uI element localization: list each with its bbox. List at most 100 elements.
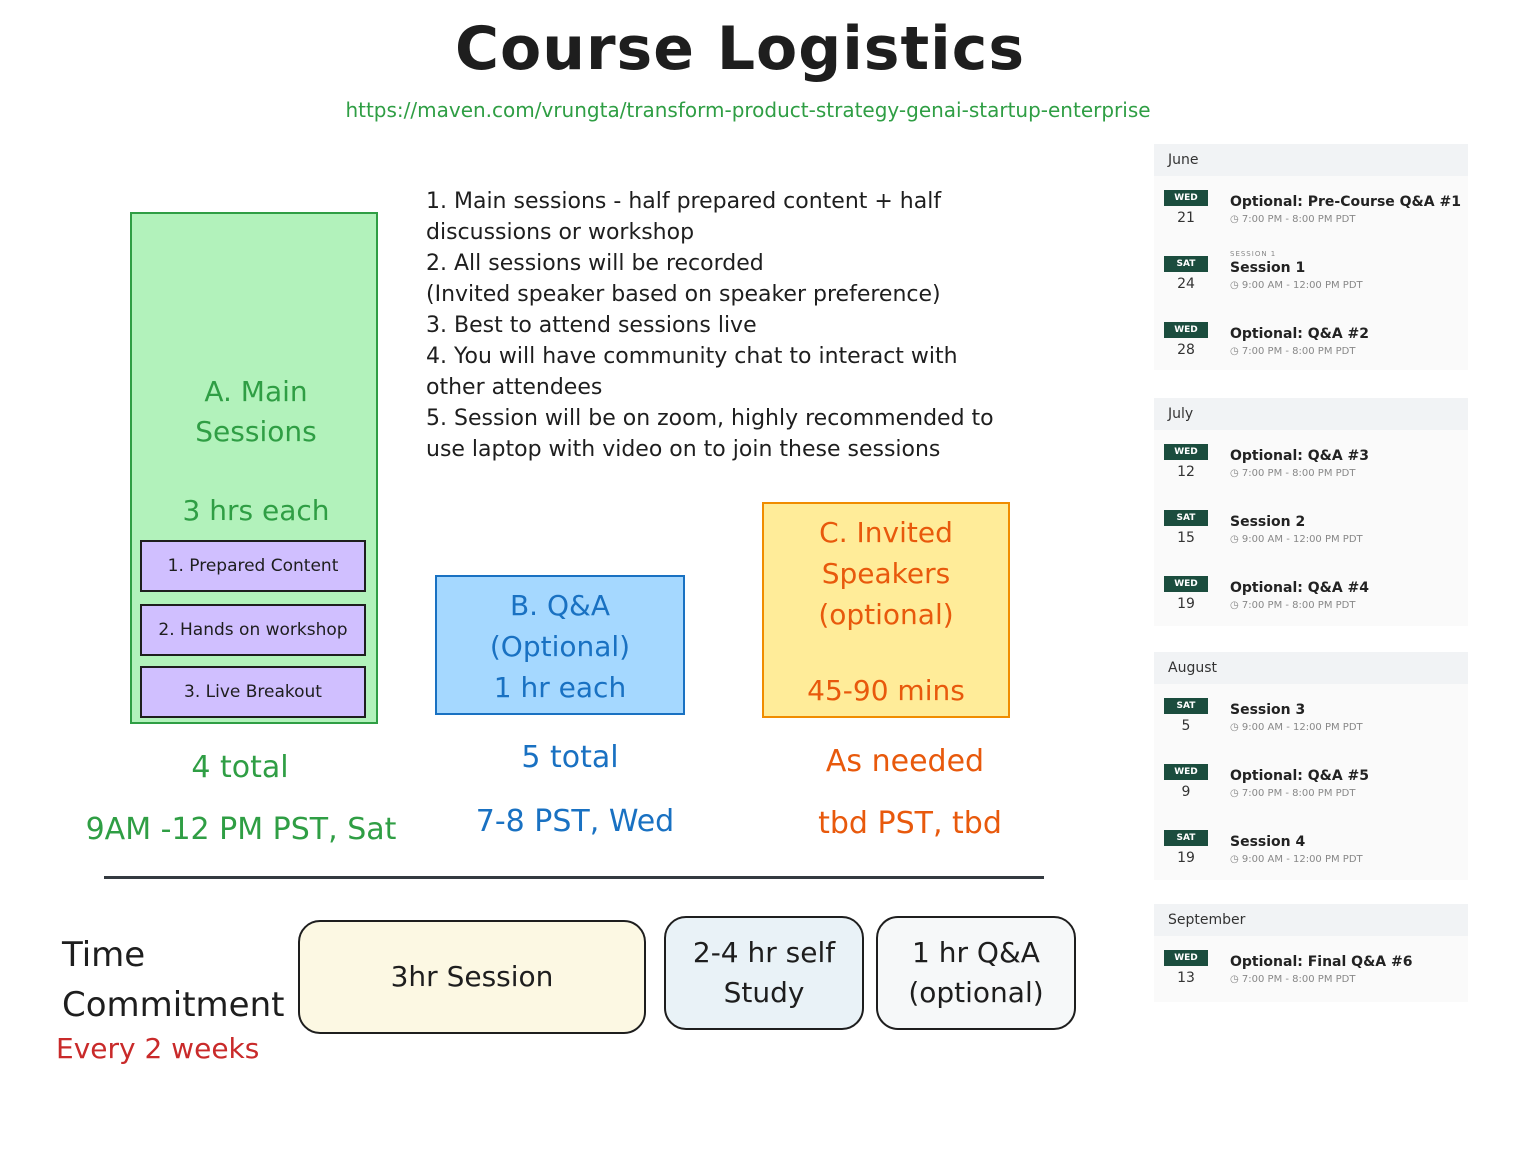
weekday-badge: SAT xyxy=(1164,698,1208,714)
event-title: Session 4 xyxy=(1230,834,1306,850)
main-total: 4 total xyxy=(191,750,289,785)
event-title: Session 2 xyxy=(1230,514,1306,530)
note-line: other attendees xyxy=(426,375,603,400)
calendar-event[interactable]: WED 13 Optional: Final Q&A #6 ◷ 7:00 PM … xyxy=(1154,950,1468,1006)
weekday-badge: WED xyxy=(1164,950,1208,966)
day-number: 19 xyxy=(1177,850,1195,866)
calendar-event[interactable]: WED 19 Optional: Q&A #4 ◷ 7:00 PM - 8:00… xyxy=(1154,576,1468,632)
self-study-line1: 2-4 hr self xyxy=(692,936,836,969)
event-time-text: 7:00 PM - 8:00 PM PDT xyxy=(1241,214,1356,225)
main-sessions-duration: 3 hrs each xyxy=(182,494,330,527)
main-sessions-title: A. Main Sessions xyxy=(132,372,380,452)
main-sessions-box: A. Main Sessions 3 hrs each 1. Prepared … xyxy=(130,212,378,724)
main-sessions-title-line1: A. Main xyxy=(204,375,308,408)
qa-commitment-line2: (optional) xyxy=(908,976,1044,1009)
calendar-event[interactable]: SAT 19 Session 4 ◷ 9:00 AM - 12:00 PM PD… xyxy=(1154,830,1468,886)
event-time-text: 7:00 PM - 8:00 PM PDT xyxy=(1241,346,1356,357)
qa-commitment-box: 1 hr Q&A (optional) xyxy=(876,916,1076,1030)
qa-title: B. Q&A xyxy=(509,589,611,622)
event-time: ◷ 7:00 PM - 8:00 PM PDT xyxy=(1230,214,1356,225)
invited-speakers: Speakers xyxy=(821,557,951,590)
time-commitment-frequency: Every 2 weeks xyxy=(56,1032,260,1065)
time-commitment-label-line2: Commitment xyxy=(62,985,285,1025)
calendar-event[interactable]: SAT 5 Session 3 ◷ 9:00 AM - 12:00 PM PDT xyxy=(1154,698,1468,754)
weekday-badge: WED xyxy=(1164,322,1208,338)
qa-duration: 1 hr each xyxy=(493,671,627,704)
invited-schedule: tbd PST, tbd xyxy=(818,806,1002,841)
part-hands-on-workshop: 2. Hands on workshop xyxy=(140,604,366,656)
self-study-box: 2-4 hr self Study xyxy=(664,916,864,1030)
weekday-badge: WED xyxy=(1164,764,1208,780)
event-time: ◷ 9:00 AM - 12:00 PM PDT xyxy=(1230,854,1363,865)
note-line: discussions or workshop xyxy=(426,220,695,245)
weekday-badge: WED xyxy=(1164,444,1208,460)
self-study-line2: Study xyxy=(723,976,805,1009)
invited-total: As needed xyxy=(825,744,985,779)
calendar-month-june: June WED 21 Optional: Pre-Course Q&A #1 … xyxy=(1154,144,1468,370)
day-number: 28 xyxy=(1177,342,1195,358)
calendar-event[interactable]: WED 21 Optional: Pre-Course Q&A #1 ◷ 7:0… xyxy=(1154,190,1468,246)
day-number: 21 xyxy=(1177,210,1195,226)
weekday-badge: SAT xyxy=(1164,510,1208,526)
event-time-text: 7:00 PM - 8:00 PM PDT xyxy=(1241,468,1356,479)
day-number: 5 xyxy=(1181,718,1191,734)
note-line: 5. Session will be on zoom, highly recom… xyxy=(426,406,994,431)
invited-duration: 45-90 mins xyxy=(807,674,965,707)
month-heading: July xyxy=(1154,398,1468,430)
calendar-event[interactable]: WED 12 Optional: Q&A #3 ◷ 7:00 PM - 8:00… xyxy=(1154,444,1468,500)
time-commitment-label: Time Commitment xyxy=(62,930,284,1030)
calendar-month-july: July WED 12 Optional: Q&A #3 ◷ 7:00 PM -… xyxy=(1154,398,1468,626)
time-commitment-label-line1: Time xyxy=(62,935,146,975)
month-heading: June xyxy=(1154,144,1468,176)
note-line: use laptop with video on to join these s… xyxy=(426,437,941,462)
day-number: 9 xyxy=(1181,784,1191,800)
day-number: 13 xyxy=(1177,970,1195,986)
event-time: ◷ 9:00 AM - 12:00 PM PDT xyxy=(1230,534,1363,545)
event-title: Optional: Final Q&A #6 xyxy=(1230,954,1413,970)
event-time-text: 7:00 PM - 8:00 PM PDT xyxy=(1241,600,1356,611)
note-line: 3. Best to attend sessions live xyxy=(426,313,757,338)
calendar-event[interactable]: SAT 15 Session 2 ◷ 9:00 AM - 12:00 PM PD… xyxy=(1154,510,1468,566)
note-line: 2. All sessions will be recorded xyxy=(426,251,764,276)
qa-commitment-line1: 1 hr Q&A xyxy=(912,936,1040,969)
day-number: 24 xyxy=(1177,276,1195,292)
main-schedule: 9AM -12 PM PST, Sat xyxy=(85,812,397,847)
event-title: Session 3 xyxy=(1230,702,1306,718)
event-time: ◷ 7:00 PM - 8:00 PM PDT xyxy=(1230,974,1356,985)
event-title: Optional: Q&A #2 xyxy=(1230,326,1370,342)
month-heading: September xyxy=(1154,904,1468,936)
event-time-text: 7:00 PM - 8:00 PM PDT xyxy=(1241,788,1356,799)
event-time-text: 9:00 AM - 12:00 PM PDT xyxy=(1241,854,1363,865)
main-sessions-title-line2: Sessions xyxy=(195,415,317,448)
event-title: Optional: Q&A #3 xyxy=(1230,448,1370,464)
event-kicker: SESSION 1 xyxy=(1230,250,1277,258)
note-line: 4. You will have community chat to inter… xyxy=(426,344,958,369)
event-time-text: 9:00 AM - 12:00 PM PDT xyxy=(1241,280,1363,291)
session-commitment-box: 3hr Session xyxy=(298,920,646,1034)
event-time-text: 7:00 PM - 8:00 PM PDT xyxy=(1241,974,1356,985)
note-line: (Invited speaker based on speaker prefer… xyxy=(426,282,941,307)
event-time: ◷ 9:00 AM - 12:00 PM PDT xyxy=(1230,722,1363,733)
event-time: ◷ 7:00 PM - 8:00 PM PDT xyxy=(1230,346,1356,357)
invited-optional: (optional) xyxy=(818,598,954,631)
event-time: ◷ 7:00 PM - 8:00 PM PDT xyxy=(1230,788,1356,799)
qa-box: B. Q&A (Optional) 1 hr each xyxy=(435,575,685,715)
qa-total: 5 total xyxy=(521,740,619,775)
event-time-text: 9:00 AM - 12:00 PM PDT xyxy=(1241,722,1363,733)
event-time: ◷ 7:00 PM - 8:00 PM PDT xyxy=(1230,600,1356,611)
part-live-breakout: 3. Live Breakout xyxy=(140,666,366,718)
calendar-event[interactable]: WED 9 Optional: Q&A #5 ◷ 7:00 PM - 8:00 … xyxy=(1154,764,1468,820)
calendar-event[interactable]: WED 28 Optional: Q&A #2 ◷ 7:00 PM - 8:00… xyxy=(1154,322,1468,378)
notes-list: 1. Main sessions - half prepared content… xyxy=(426,186,1046,465)
event-title: Session 1 xyxy=(1230,260,1306,276)
invited-title: C. Invited xyxy=(819,516,953,549)
divider xyxy=(104,876,1044,879)
calendar-event[interactable]: SAT 24 SESSION 1 Session 1 ◷ 9:00 AM - 1… xyxy=(1154,250,1468,312)
day-number: 15 xyxy=(1177,530,1195,546)
weekday-badge: SAT xyxy=(1164,830,1208,846)
course-url[interactable]: https://maven.com/vrungta/transform-prod… xyxy=(345,98,1151,122)
day-number: 12 xyxy=(1177,464,1195,480)
calendar-month-september: September WED 13 Optional: Final Q&A #6 … xyxy=(1154,904,1468,1002)
part-prepared-content: 1. Prepared Content xyxy=(140,540,366,592)
weekday-badge: SAT xyxy=(1164,256,1208,272)
